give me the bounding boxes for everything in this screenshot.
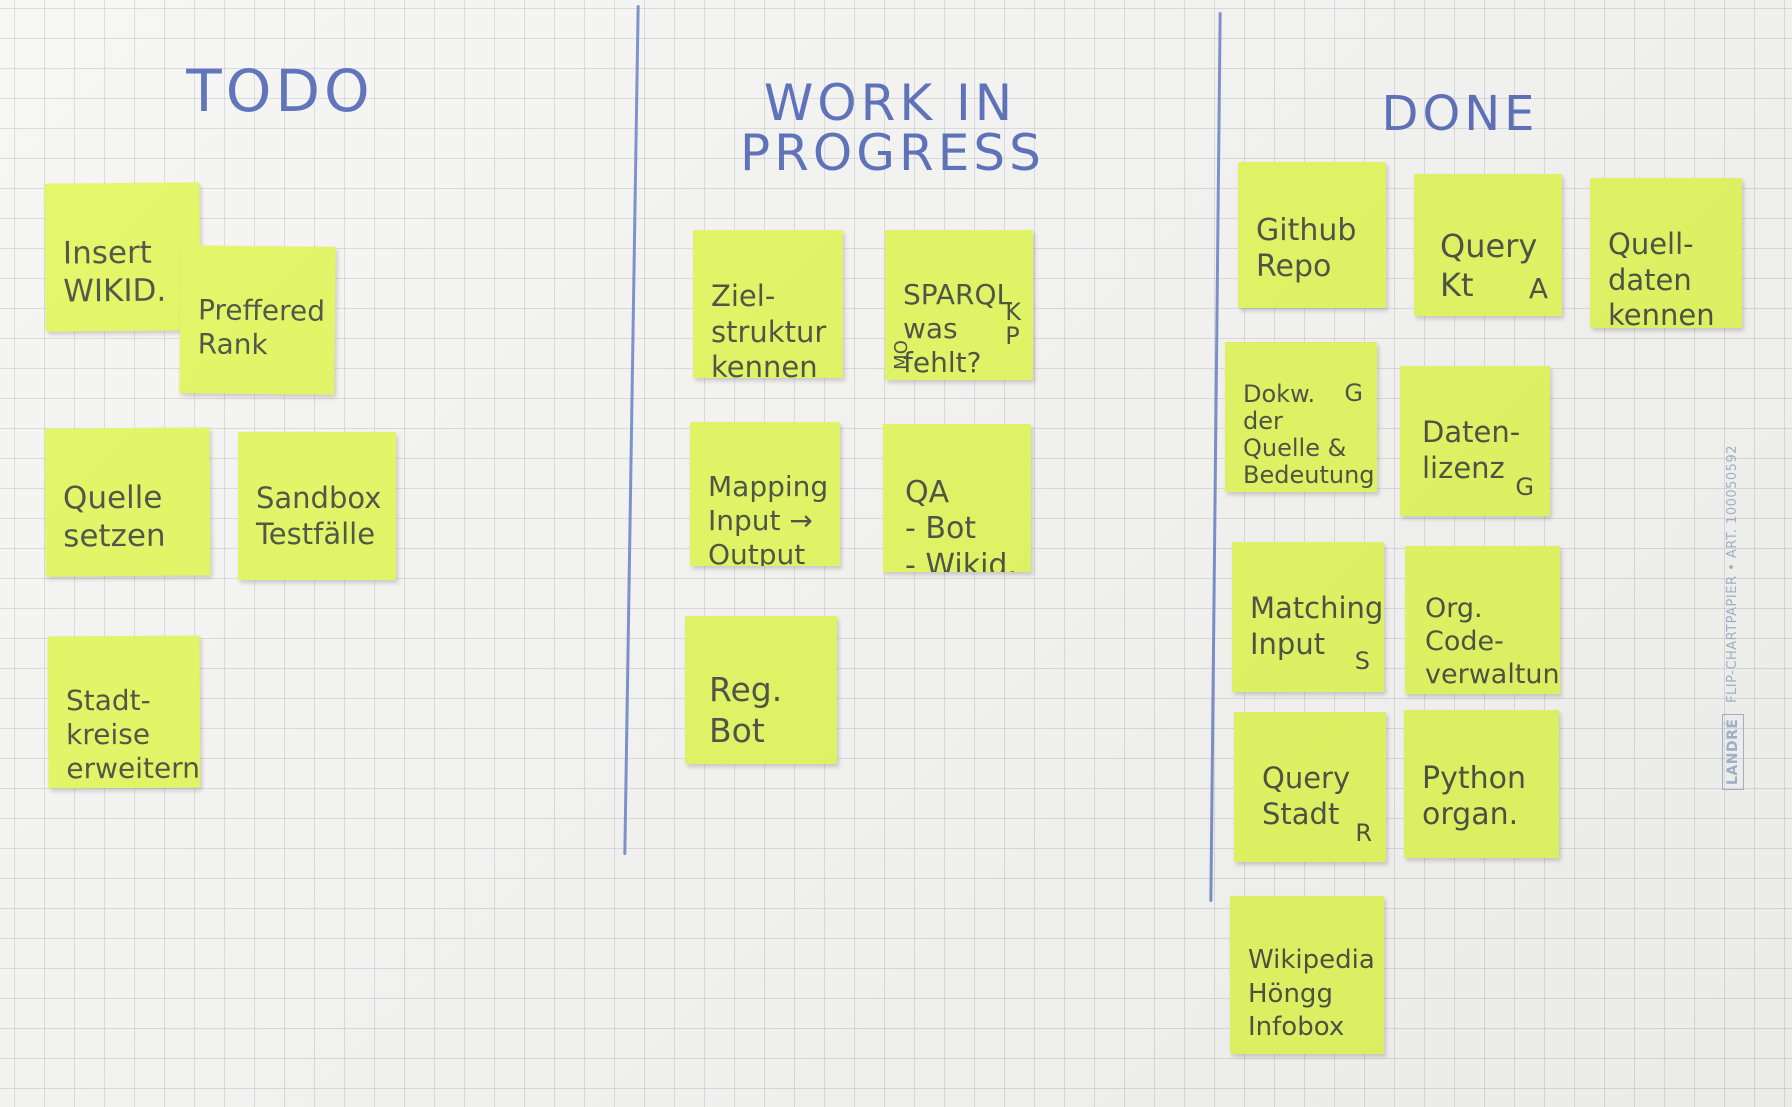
note-text: Matching Input xyxy=(1250,591,1384,661)
column-divider-2 xyxy=(1209,12,1222,902)
note-qa-bot-wikid[interactable]: QA - Bot - Wikid. xyxy=(883,424,1031,572)
note-text: Query Kt xyxy=(1440,227,1538,305)
note-datenlizenz[interactable]: Daten- lizenz G xyxy=(1400,366,1550,516)
wip-heading: WORK IN PROGRESS xyxy=(740,74,1045,182)
note-text: Python organ. xyxy=(1422,760,1526,833)
todo-heading: TODO xyxy=(186,57,374,125)
note-python-organ[interactable]: Python organ. xyxy=(1404,710,1559,858)
note-dokw-der-quelle[interactable]: Dokw. der Quelle & Bedeutung G xyxy=(1225,342,1377,492)
note-matching-input[interactable]: Matching Input S xyxy=(1232,542,1384,692)
note-text: Dokw. der Quelle & Bedeutung xyxy=(1243,379,1375,489)
note-reg-bot[interactable]: Reg. Bot xyxy=(685,616,837,764)
brand-text: FLIP-CHARTPAPIER • ART. 100050592 xyxy=(1725,445,1740,703)
note-text: Query Stadt xyxy=(1262,761,1351,831)
done-heading: DONE xyxy=(1381,86,1539,142)
note-text: Wikipedia Höngg Infobox xyxy=(1248,944,1375,1043)
note-text: Quell- daten kennen xyxy=(1608,227,1715,328)
note-tag-right: K P xyxy=(1005,298,1021,350)
note-text: Daten- lizenz xyxy=(1422,415,1521,485)
column-divider-1 xyxy=(623,5,640,855)
note-org-code-verwaltung[interactable]: Org. Code- verwaltung xyxy=(1405,546,1560,694)
note-wikipedia-hoengg-infobox[interactable]: Wikipedia Höngg Infobox xyxy=(1230,896,1384,1054)
note-text: Org. Code- verwaltung xyxy=(1425,592,1560,690)
note-tag-left: MO xyxy=(890,340,912,370)
note-tag: S xyxy=(1354,646,1370,675)
note-text: Github Repo xyxy=(1256,212,1357,285)
note-text: Mapping Input → Output xyxy=(708,470,829,566)
note-github-repo[interactable]: Github Repo xyxy=(1238,162,1386,308)
note-tag: R xyxy=(1355,818,1372,847)
note-tag: G xyxy=(1515,472,1534,501)
note-quelle-setzen[interactable]: Quelle setzen xyxy=(44,427,211,577)
note-sandbox-testfaelle[interactable]: Sandbox Testfälle xyxy=(238,432,396,580)
note-insert-wikid[interactable]: Insert WIKID. xyxy=(44,182,201,332)
note-preffered-rank[interactable]: Preffered Rank xyxy=(179,245,336,395)
note-text: SPARQL was fehlt? xyxy=(903,278,1013,380)
note-sparql-was-fehlt[interactable]: SPARQL was fehlt? MO K P xyxy=(885,230,1033,380)
note-text: Quelle setzen xyxy=(62,479,166,555)
note-text: Reg. Bot xyxy=(709,670,783,750)
note-zielstruktur-kennen[interactable]: Ziel- struktur kennen xyxy=(693,230,843,378)
brand-logo: LANDRÉ xyxy=(1722,713,1744,790)
note-text: Insert WIKID. xyxy=(62,234,167,310)
note-text: QA - Bot - Wikid. xyxy=(905,474,1017,572)
note-query-kt[interactable]: Query Kt A xyxy=(1414,174,1562,316)
note-stadtkreise-erweitern[interactable]: Stadt- kreise erweitern xyxy=(47,635,201,789)
note-mapping-input-output[interactable]: Mapping Input → Output xyxy=(690,422,840,566)
note-tag: G xyxy=(1344,379,1363,407)
note-text: Ziel- struktur kennen xyxy=(711,279,827,378)
paper-brand-imprint: LANDRÉ FLIP-CHARTPAPIER • ART. 100050592 xyxy=(1722,430,1762,790)
note-text: Stadt- kreise erweitern xyxy=(65,684,201,786)
note-text: Preffered Rank xyxy=(197,293,326,362)
note-text: Sandbox Testfälle xyxy=(256,481,382,551)
note-quelldaten-kennen[interactable]: Quell- daten kennen xyxy=(1590,178,1742,328)
note-query-stadt[interactable]: Query Stadt R xyxy=(1234,712,1386,862)
note-tag: A xyxy=(1528,271,1548,305)
